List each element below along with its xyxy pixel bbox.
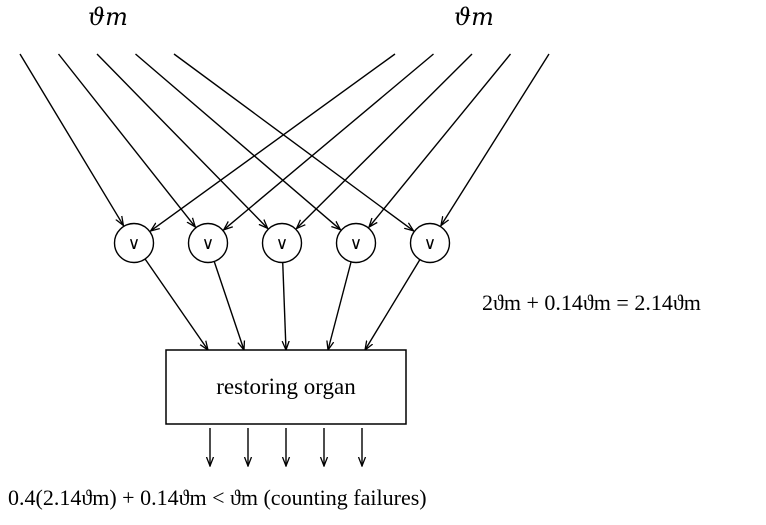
input-wire-left-3 [96,53,268,228]
or-gate-circle [261,222,303,264]
or-gates: ∨ ∨ ∨ ∨ ∨ [113,222,451,264]
gate-to-organ-wire-5 [365,259,421,350]
gate-to-organ-wire-1 [144,258,208,350]
equation-side: 2ϑm + 0.14ϑm = 2.14ϑm [482,290,701,315]
or-gate-circle [113,222,155,264]
input-wires [19,53,550,231]
or-gate: ∨ [113,222,155,264]
or-gate: ∨ [409,222,451,264]
input-wire-right-4 [369,53,512,227]
equation-bottom: 0.4(2.14ϑm) + 0.14ϑm < ϑm (counting fail… [8,485,427,510]
or-symbol: ∨ [128,234,140,254]
gate-to-organ-wire-2 [213,261,244,350]
or-symbol: ∨ [202,234,214,254]
input-wire-right-1 [151,53,396,231]
input-wire-right-5 [441,53,550,226]
input-wire-left-5 [173,53,414,231]
input-wire-right-3 [297,53,473,229]
or-symbol: ∨ [350,234,362,254]
or-gate: ∨ [187,222,229,264]
output-wires [210,428,362,466]
input-wire-left-1 [19,53,123,225]
gate-to-organ-wire-4 [328,261,352,350]
or-gate: ∨ [335,222,377,264]
or-gate: ∨ [261,222,303,264]
input-wire-right-2 [224,53,434,230]
input-bundle-label-right: ϑm [454,3,494,31]
or-symbol: ∨ [424,234,436,254]
restoring-organ-label: restoring organ [216,374,356,399]
or-gate-circle [335,222,377,264]
or-gate-circle [409,222,451,264]
gate-to-organ-wire-3 [283,262,286,350]
input-wire-left-2 [57,53,196,227]
or-gate-circle [187,222,229,264]
input-wire-left-4 [135,53,341,230]
restoring-organ-box [165,349,407,425]
gate-to-organ-wires [144,258,421,350]
input-bundle-label-left: ϑm [88,3,128,31]
or-symbol: ∨ [276,234,288,254]
